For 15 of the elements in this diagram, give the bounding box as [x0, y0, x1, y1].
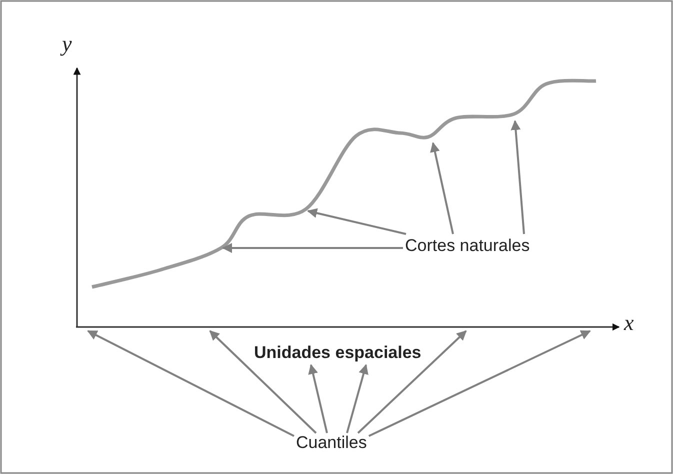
leader-line — [510, 120, 525, 234]
leader-line — [87, 330, 294, 437]
callout-text: Cortes naturales — [405, 236, 530, 256]
leader-line — [357, 330, 467, 434]
leader-line — [346, 364, 368, 434]
leader-line — [222, 243, 403, 253]
callout-text: Cuantiles — [296, 433, 367, 453]
axis-label: x — [624, 313, 634, 333]
leader-line — [209, 330, 317, 434]
leader-line — [307, 208, 406, 235]
callout-text: Unidades espaciales — [254, 343, 422, 363]
leader-line — [308, 364, 328, 434]
leader-line — [430, 142, 454, 234]
leader-line — [368, 330, 591, 437]
axis-label: y — [62, 34, 72, 54]
